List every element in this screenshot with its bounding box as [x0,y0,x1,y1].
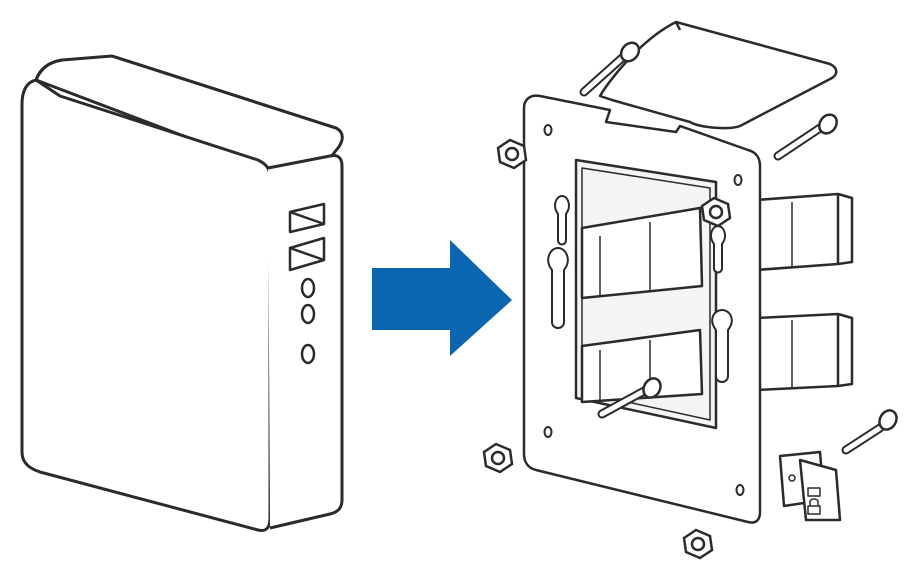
lock-clip-icon [778,450,842,522]
screw-top-right [773,113,838,161]
keyhole-slots [547,195,733,383]
screw-right [841,409,898,455]
nut-center [700,196,732,228]
screw-top-left [579,41,641,97]
nut-bottom [682,528,714,560]
hex-nut-icon [482,138,732,560]
screw-center [597,377,662,419]
nut-top-left [496,138,528,170]
screw-icon [579,41,898,455]
corner-holes [543,124,745,496]
nut-bottom-left [482,442,514,474]
vesa-mount-bracket-icon [522,20,854,524]
device-ports [288,202,326,365]
right-arrow-icon [372,240,512,356]
mini-pc-device-icon [20,54,344,532]
